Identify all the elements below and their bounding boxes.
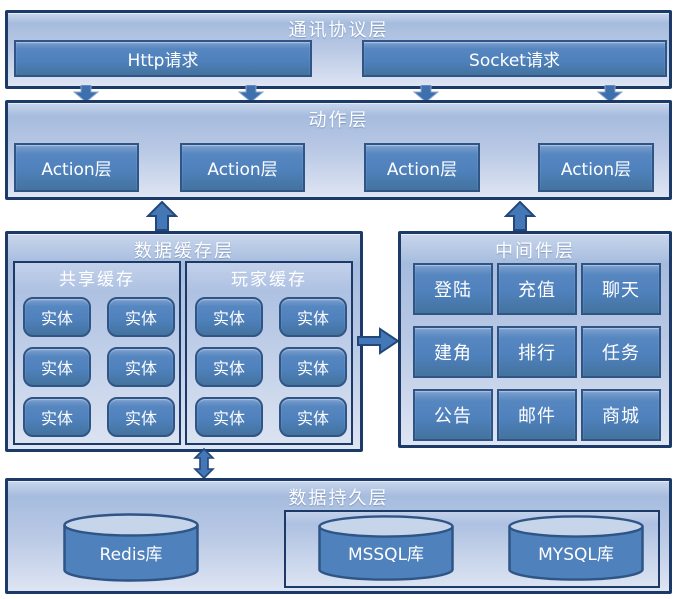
mysql-database-cylinder: MYSQL库 bbox=[506, 515, 646, 582]
arrow-up-icon bbox=[146, 201, 178, 231]
entity-box: 实体 bbox=[279, 297, 347, 337]
shared-cache-title: 共享缓存 bbox=[59, 270, 135, 290]
http-request-box: Http请求 bbox=[14, 40, 312, 77]
arrow-down-icon bbox=[238, 85, 264, 102]
cache-layer-title: 数据缓存层 bbox=[134, 241, 234, 262]
middleware-item-login: 登陆 bbox=[413, 263, 493, 315]
entity-box: 实体 bbox=[279, 397, 347, 437]
redis-database-label: Redis库 bbox=[99, 545, 163, 565]
player-cache-panel: 玩家缓存 实体 实体 实体 实体 实体 实体 bbox=[185, 261, 353, 445]
protocol-layer-title: 通讯协议层 bbox=[288, 20, 389, 41]
entity-box: 实体 bbox=[23, 297, 91, 337]
player-cache-title: 玩家缓存 bbox=[231, 270, 307, 290]
persistence-layer: 数据持久层 Redis库 MSSQL库 MYSQL库 bbox=[5, 478, 672, 594]
action-layer-title: 动作层 bbox=[308, 110, 369, 131]
middleware-item-mail: 邮件 bbox=[497, 389, 577, 441]
arrow-right-icon bbox=[357, 327, 399, 355]
middleware-item-chat: 聊天 bbox=[581, 263, 661, 315]
middleware-item-ranking: 排行 bbox=[497, 326, 577, 378]
socket-request-box: Socket请求 bbox=[362, 40, 667, 77]
database-cylinder-icon bbox=[508, 515, 644, 581]
shared-cache-panel: 共享缓存 实体 实体 实体 实体 实体 实体 bbox=[13, 261, 181, 445]
middleware-item-create-role: 建角 bbox=[413, 326, 493, 378]
entity-box: 实体 bbox=[107, 297, 175, 337]
action-box: Action层 bbox=[364, 143, 480, 192]
redis-database-cylinder: Redis库 bbox=[61, 513, 201, 583]
mssql-database-cylinder: MSSQL库 bbox=[316, 515, 456, 582]
arrow-up-icon bbox=[504, 201, 536, 231]
arrow-up-down-icon bbox=[193, 448, 215, 479]
entity-box: 实体 bbox=[279, 347, 347, 387]
entity-box: 实体 bbox=[107, 397, 175, 437]
middleware-item-recharge: 充值 bbox=[497, 263, 577, 315]
arrow-down-icon bbox=[597, 85, 623, 102]
sql-databases-panel: MSSQL库 MYSQL库 bbox=[284, 510, 660, 588]
entity-box: 实体 bbox=[195, 397, 263, 437]
middleware-item-task: 任务 bbox=[581, 326, 661, 378]
entity-box: 实体 bbox=[107, 347, 175, 387]
action-layer: 动作层 Action层 Action层 Action层 Action层 bbox=[5, 100, 672, 200]
entity-box: 实体 bbox=[195, 297, 263, 337]
arrow-down-icon bbox=[413, 85, 439, 102]
entity-box: 实体 bbox=[23, 397, 91, 437]
middleware-layer: 中间件层 登陆 充值 聊天 建角 排行 任务 公告 邮件 商城 bbox=[398, 231, 672, 448]
middleware-layer-title: 中间件层 bbox=[495, 241, 575, 262]
entity-box: 实体 bbox=[195, 347, 263, 387]
mssql-database-label: MSSQL库 bbox=[347, 545, 425, 565]
action-box: Action层 bbox=[14, 143, 139, 192]
arrow-down-icon bbox=[73, 85, 99, 102]
entity-box: 实体 bbox=[23, 347, 91, 387]
action-box: Action层 bbox=[180, 143, 305, 192]
database-cylinder-icon bbox=[318, 515, 454, 581]
mysql-database-label: MYSQL库 bbox=[538, 545, 614, 565]
database-cylinder-icon bbox=[63, 513, 199, 582]
middleware-item-announcement: 公告 bbox=[413, 389, 493, 441]
protocol-layer: 通讯协议层 Http请求 Socket请求 bbox=[5, 10, 672, 89]
action-box: Action层 bbox=[538, 143, 654, 192]
persistence-layer-title: 数据持久层 bbox=[288, 488, 389, 509]
cache-layer: 数据缓存层 共享缓存 实体 实体 实体 实体 实体 实体 玩家缓存 实体 实体 … bbox=[5, 231, 363, 452]
middleware-item-mall: 商城 bbox=[581, 389, 661, 441]
